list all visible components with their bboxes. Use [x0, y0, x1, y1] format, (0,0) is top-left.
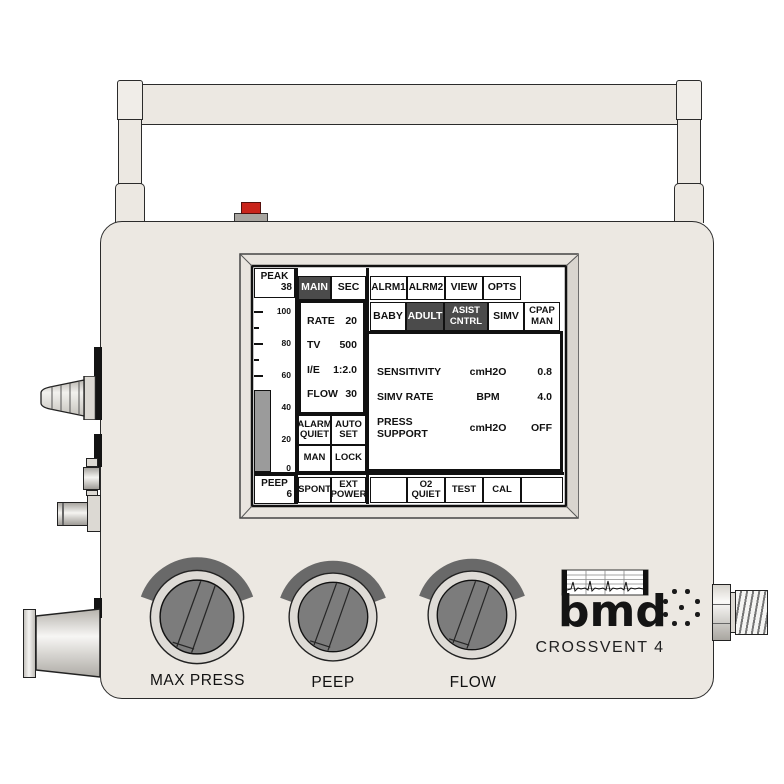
tick-100: 100: [276, 306, 291, 316]
barbed-hose-connector: [40, 376, 96, 420]
tab-opts[interactable]: OPTS: [483, 276, 521, 300]
tab-sec[interactable]: SEC: [331, 276, 366, 300]
param-row-press-support[interactable]: PRESS SUPPORT cmH2O OFF: [377, 416, 552, 440]
param-row-sensitivity[interactable]: SENSITIVITY cmH2O 0.8: [377, 366, 552, 378]
cell-blank-2: [521, 477, 563, 503]
tick-20: 20: [281, 434, 291, 444]
handle-post-right-foot: [674, 183, 704, 223]
tick-0: 0: [286, 463, 291, 473]
cell-blank-1: [370, 477, 407, 503]
mode-simv[interactable]: SIMV: [488, 302, 524, 331]
nipple-mount-block: [87, 495, 101, 532]
handle-post-left-cap: [117, 80, 143, 120]
tab-view[interactable]: VIEW: [445, 276, 483, 300]
tick-60: 60: [281, 370, 291, 380]
params-panel: SENSITIVITY cmH2O 0.8 SIMV RATE BPM 4.0 …: [366, 331, 563, 472]
touchscreen[interactable]: PEAK 38 100 80 60 40 20 0 PEEP 6: [254, 268, 564, 504]
peak-bar: [254, 390, 271, 472]
peak-readout: PEAK 38: [254, 268, 295, 298]
max-press-knob[interactable]: [129, 549, 265, 685]
outlet-port-tab: [94, 598, 102, 618]
cell-cal[interactable]: CAL: [483, 477, 521, 503]
small-port-cap: [86, 458, 98, 467]
peep-knob-label: PEEP: [311, 674, 355, 691]
waveform-strip-icon: [561, 569, 649, 596]
max-press-knob-label: MAX PRESS: [150, 672, 245, 689]
carry-handle-bar: [120, 84, 690, 125]
handle-post-left-foot: [115, 183, 145, 223]
peep-readout: PEEP 6: [254, 475, 295, 504]
patient-port-flange: [23, 609, 36, 678]
nipple-cap-line: [62, 503, 64, 525]
cell-spont[interactable]: SPONT: [298, 477, 331, 503]
model-name: CROSSVENT 4: [535, 639, 665, 656]
peep-value: 6: [286, 488, 292, 500]
tick-40: 40: [281, 402, 291, 412]
peak-value: 38: [280, 282, 292, 293]
button-lock[interactable]: LOCK: [331, 445, 366, 472]
patient-circuit-port: [36, 608, 100, 678]
gauge-divider: [295, 268, 298, 504]
tab-alrm1[interactable]: ALRM1: [370, 276, 407, 300]
peak-label: PEAK: [260, 271, 289, 283]
mode-adult[interactable]: ADULT: [406, 302, 444, 331]
cell-test[interactable]: TEST: [445, 477, 483, 503]
peep-knob[interactable]: [269, 553, 397, 681]
gas-inlet-threads: [735, 590, 768, 635]
peep-label: PEEP: [261, 477, 288, 489]
gas-inlet-hex-nut: [712, 584, 731, 641]
tab-alrm2[interactable]: ALRM2: [407, 276, 445, 300]
tick-80: 80: [281, 338, 291, 348]
handle-post-left: [118, 119, 142, 184]
brand-logo: bmd: [558, 586, 667, 637]
handle-post-right: [677, 119, 701, 184]
param-row-simv-rate[interactable]: SIMV RATE BPM 4.0: [377, 391, 552, 403]
power-button[interactable]: [241, 202, 261, 214]
flow-knob-label: FLOW: [449, 674, 497, 691]
mode-baby[interactable]: BABY: [370, 302, 406, 331]
small-port-body: [83, 467, 100, 490]
pressure-scale: 100 80 60 40 20 0: [254, 298, 295, 473]
button-man[interactable]: MAN: [298, 445, 331, 472]
bottom-row-divider: [254, 472, 564, 475]
flow-knob[interactable]: [408, 551, 536, 679]
side-port-plate-top: [94, 347, 102, 420]
side-port-plate-mid: [94, 434, 102, 467]
handle-post-right-cap: [676, 80, 702, 120]
tab-main[interactable]: MAIN: [298, 276, 331, 300]
